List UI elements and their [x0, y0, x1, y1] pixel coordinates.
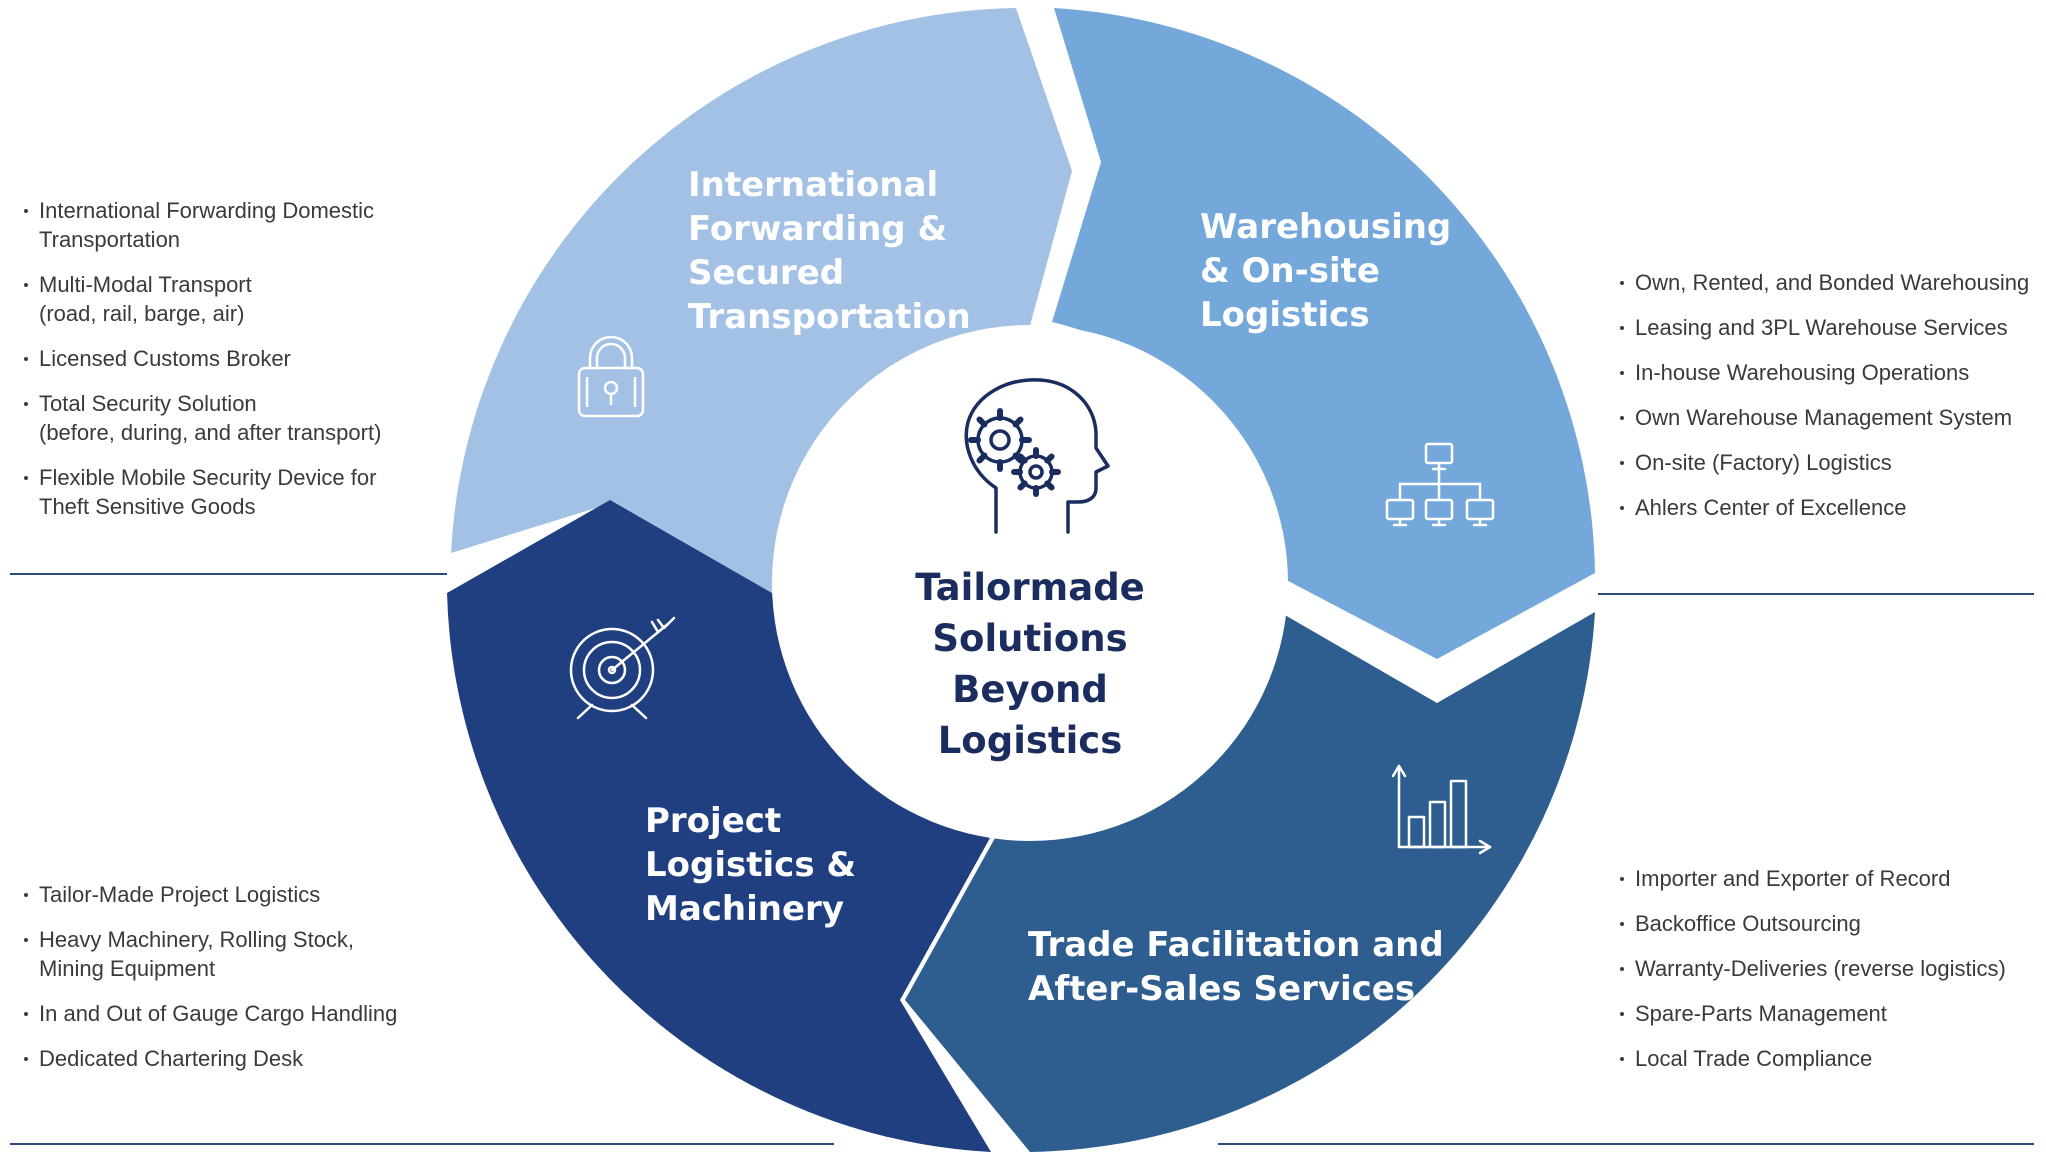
- warehousing-bullet-item: Leasing and 3PL Warehouse Services: [1620, 313, 2040, 342]
- gear-tooth: [1044, 453, 1055, 464]
- segment-project: [447, 500, 991, 1152]
- padlock-icon: [577, 335, 645, 418]
- gear-tooth: [1012, 416, 1024, 428]
- project-bullet-item: Tailor-Made Project Logistics: [24, 880, 454, 909]
- forwarding-title-line-1: International: [688, 165, 938, 205]
- bar-chart-icon: [1391, 764, 1492, 855]
- center-title-line-3: Beyond: [952, 668, 1108, 711]
- forwarding-bullet-item: Licensed Customs Broker: [24, 344, 454, 373]
- target-icon: [569, 616, 676, 720]
- forwarding-bullet-item: Multi-Modal Transport (road, rail, barge…: [24, 270, 454, 328]
- divider-right-bottom: [1218, 1143, 2034, 1145]
- center-title-line-2: Solutions: [932, 617, 1127, 660]
- forwarding-title-line-3: Secured: [688, 253, 844, 293]
- forwarding-services-list: International Forwarding Domestic Transp…: [24, 196, 454, 537]
- segment-title-warehousing: Warehousing & On-site Logistics: [1200, 207, 1451, 335]
- forwarding-title-line-4: Transportation: [688, 297, 971, 337]
- segment-title-project: Project Logistics & Machinery: [645, 801, 856, 929]
- divider-left-bottom: [10, 1143, 834, 1145]
- gear-tooth: [976, 452, 988, 464]
- center-hub: [772, 325, 1288, 841]
- gear-tooth: [976, 416, 988, 428]
- trade-bullet-item: Local Trade Compliance: [1620, 1044, 2040, 1073]
- gear-tooth: [1044, 480, 1055, 491]
- gear-tooth: [1017, 453, 1028, 464]
- warehousing-bullet-item: On-site (Factory) Logistics: [1620, 448, 2040, 477]
- segment-trade: [905, 607, 1595, 1152]
- segment-warehousing: [1052, 8, 1595, 659]
- segment-forwarding: [451, 8, 1072, 595]
- divider-left-top: [10, 573, 447, 575]
- trade-title-line-2: After-Sales Services: [1028, 969, 1415, 1009]
- project-bullet-item: Dedicated Chartering Desk: [24, 1044, 454, 1073]
- trade-bullet-item: Backoffice Outsourcing: [1620, 909, 2040, 938]
- center-title: Tailormade Solutions Beyond Logistics: [915, 566, 1145, 762]
- warehousing-bullet-item: In-house Warehousing Operations: [1620, 358, 2040, 387]
- org-network-icon: [1385, 442, 1495, 527]
- warehousing-bullet-item: Ahlers Center of Excellence: [1620, 493, 2040, 522]
- segment-title-trade: Trade Facilitation and After-Sales Servi…: [1028, 925, 1444, 1009]
- warehousing-title-line-3: Logistics: [1200, 295, 1370, 335]
- warehousing-title-line-2: & On-site: [1200, 251, 1380, 291]
- forwarding-bullet-item: International Forwarding Domestic Transp…: [24, 196, 454, 254]
- divider-right-top: [1598, 593, 2034, 595]
- project-title-line-1: Project: [645, 801, 781, 841]
- center-title-line-4: Logistics: [938, 719, 1123, 762]
- project-bullet-item: In and Out of Gauge Cargo Handling: [24, 999, 454, 1028]
- trade-bullet-item: Warranty-Deliveries (reverse logistics): [1620, 954, 2040, 983]
- trade-title-line-1: Trade Facilitation and: [1028, 925, 1444, 965]
- forwarding-bullet-item: Flexible Mobile Security Device for Thef…: [24, 463, 454, 521]
- forwarding-title-line-2: Forwarding &: [688, 209, 947, 249]
- center-title-line-1: Tailormade: [915, 566, 1145, 609]
- segment-title-forwarding: International Forwarding & Secured Trans…: [688, 165, 971, 337]
- warehousing-title-line-1: Warehousing: [1200, 207, 1451, 247]
- project-title-line-2: Logistics &: [645, 845, 856, 885]
- gear-tooth: [1017, 480, 1028, 491]
- trade-bullet-item: Importer and Exporter of Record: [1620, 864, 2040, 893]
- project-bullet-item: Heavy Machinery, Rolling Stock, Mining E…: [24, 925, 454, 983]
- gears-head-icon: [964, 378, 1110, 534]
- trade-bullet-item: Spare-Parts Management: [1620, 999, 2040, 1028]
- warehousing-bullet-item: Own, Rented, and Bonded Warehousing: [1620, 268, 2040, 297]
- warehousing-bullet-item: Own Warehouse Management System: [1620, 403, 2040, 432]
- project-title-line-3: Machinery: [645, 889, 844, 929]
- forwarding-bullet-item: Total Security Solution (before, during,…: [24, 389, 454, 447]
